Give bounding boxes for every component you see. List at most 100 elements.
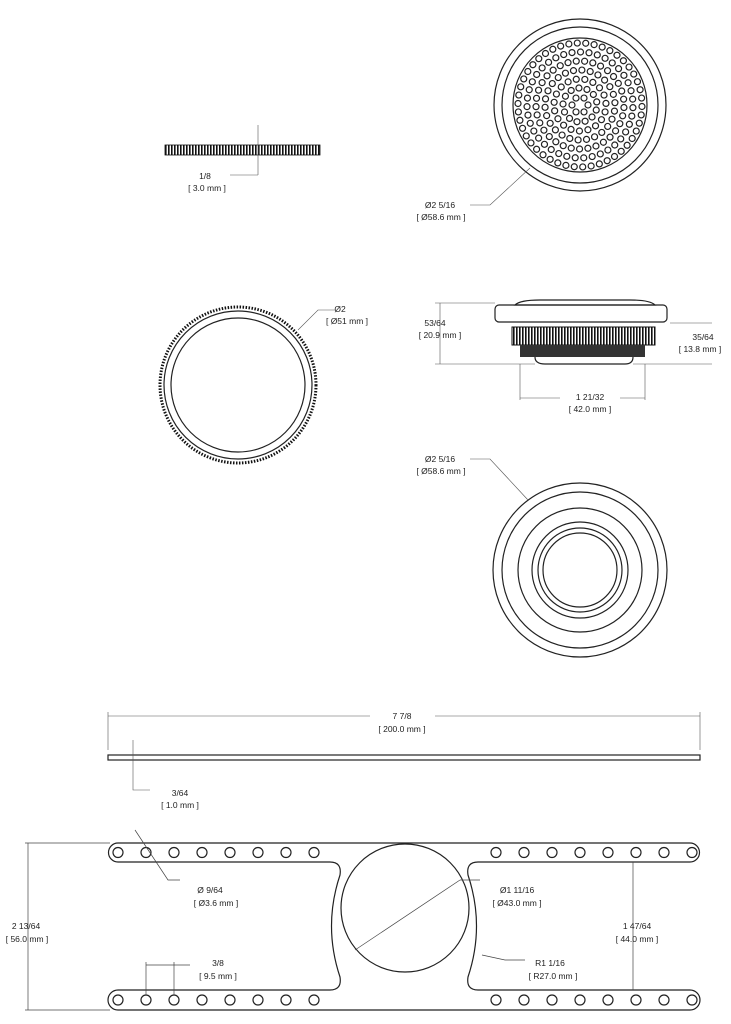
perforation-hole	[629, 95, 637, 103]
plate-side-view: 7 7/8 [ 200.0 mm ] 3/64 [ 1.0 mm ]	[107, 711, 701, 810]
perforation-hole	[576, 48, 585, 56]
perforation-hole	[514, 99, 522, 108]
perforation-hole	[629, 104, 637, 112]
perforation-hole	[588, 113, 596, 121]
perforation-hole	[554, 73, 562, 82]
perforation-hole	[600, 76, 609, 84]
perforation-hole	[595, 84, 604, 92]
mounting-hole	[630, 994, 642, 1006]
mounting-hole	[140, 846, 152, 859]
assembly-back-view: Ø2 5/16 [ Ø58.6 mm ]	[416, 454, 668, 658]
perforation-hole	[532, 145, 541, 153]
perforation-hole	[598, 128, 606, 137]
perforation-hole	[591, 122, 600, 130]
perforation-hole	[525, 86, 533, 94]
mounting-hole	[574, 846, 586, 859]
perforation-hole	[573, 39, 581, 47]
assembly-height-in: 53/64	[424, 318, 446, 328]
assembly-width-in: 1 21/32	[576, 392, 605, 402]
perforation-hole	[637, 111, 645, 119]
perforation-hole	[517, 83, 525, 91]
perforation-hole	[543, 72, 551, 80]
perforation-hole	[580, 94, 588, 102]
perforation-hole	[638, 94, 646, 102]
perforation-hole	[515, 91, 523, 99]
hole-pitch-in: 3/8	[212, 958, 224, 968]
perforation-hole	[625, 63, 633, 71]
perforation-hole	[572, 57, 580, 65]
mounting-hole	[112, 994, 124, 1006]
mounting-hole	[308, 994, 320, 1006]
perforation-hole	[606, 83, 614, 91]
perforation-hole	[593, 98, 601, 106]
perforation-hole	[561, 92, 570, 100]
perforation-hole	[611, 99, 619, 107]
perforation-hole	[551, 126, 560, 134]
mounting-hole	[224, 994, 236, 1006]
perforation-hole	[592, 106, 600, 114]
mounting-hole	[224, 846, 236, 859]
perforation-hole	[557, 83, 565, 91]
perforation-hole	[520, 75, 528, 83]
perforation-hole	[575, 84, 583, 92]
grille-perforations	[514, 39, 646, 171]
perforation-hole	[529, 61, 537, 69]
grille-side-view: 1/8 [ 3.0 mm ]	[164, 125, 321, 193]
perforation-hole	[567, 144, 575, 152]
mounting-hole	[140, 994, 152, 1006]
perforation-hole	[574, 136, 582, 144]
perforation-hole	[620, 95, 628, 103]
perforation-hole	[541, 49, 550, 58]
mounting-hole	[196, 846, 208, 859]
perforation-hole	[567, 125, 575, 134]
perforation-hole	[539, 151, 547, 159]
grille-front-view: Ø2 5/16 [ Ø58.6 mm ]	[416, 18, 667, 222]
perforation-hole	[608, 115, 616, 123]
mounting-hole	[602, 846, 614, 859]
perforation-hole	[541, 95, 550, 103]
perforation-hole	[552, 54, 560, 62]
mounting-hole	[518, 846, 530, 859]
assembly-depth-mm: [ 13.8 mm ]	[679, 344, 722, 354]
perforation-hole	[609, 90, 617, 98]
perforation-hole	[614, 79, 622, 87]
perforation-hole	[608, 59, 616, 67]
perforation-hole	[518, 124, 527, 132]
grille-diameter-in: Ø2 5/16	[425, 200, 456, 210]
perforation-hole	[559, 121, 568, 129]
perforation-hole	[578, 66, 586, 74]
perforation-hole	[547, 145, 555, 154]
perforation-hole	[589, 90, 597, 99]
mounting-hole	[630, 846, 642, 859]
mounting-hole	[168, 846, 180, 859]
perforation-hole	[583, 85, 591, 94]
perforation-hole	[601, 54, 609, 62]
perforation-hole	[524, 67, 532, 76]
plate-thickness-in: 3/64	[172, 788, 189, 798]
assembly-depth-in: 35/64	[692, 332, 714, 342]
hole-pitch-mm: [ 9.5 mm ]	[199, 971, 237, 981]
grille-diameter-mm: [ Ø58.6 mm ]	[416, 212, 465, 222]
mounting-hole	[686, 846, 698, 859]
perforation-hole	[624, 79, 632, 87]
perforation-hole	[603, 67, 612, 75]
perforation-hole	[589, 78, 597, 87]
mounting-hole	[658, 994, 670, 1006]
back-diameter-mm: [ Ø58.6 mm ]	[416, 466, 465, 476]
perforation-hole	[617, 147, 625, 155]
perforation-hole	[599, 138, 608, 146]
perforation-hole	[579, 163, 587, 171]
perforation-hole	[562, 161, 570, 169]
perforation-hole	[584, 101, 592, 109]
perforation-hole	[555, 149, 563, 158]
perforation-hole	[632, 127, 640, 135]
bracket-top-view: Ø 9/64 [ Ø3.6 mm ] 2 13/64 [ 56.0 mm ] 3…	[6, 829, 701, 1011]
mounting-hole	[112, 846, 124, 859]
perforation-hole	[593, 51, 601, 59]
perforation-hole	[557, 42, 565, 50]
perforation-hole	[569, 67, 578, 75]
assembly-width-mm: [ 42.0 mm ]	[569, 404, 612, 414]
perforation-hole	[544, 87, 552, 95]
perforation-hole	[534, 86, 543, 94]
radius-mm: [ R27.0 mm ]	[529, 971, 578, 981]
